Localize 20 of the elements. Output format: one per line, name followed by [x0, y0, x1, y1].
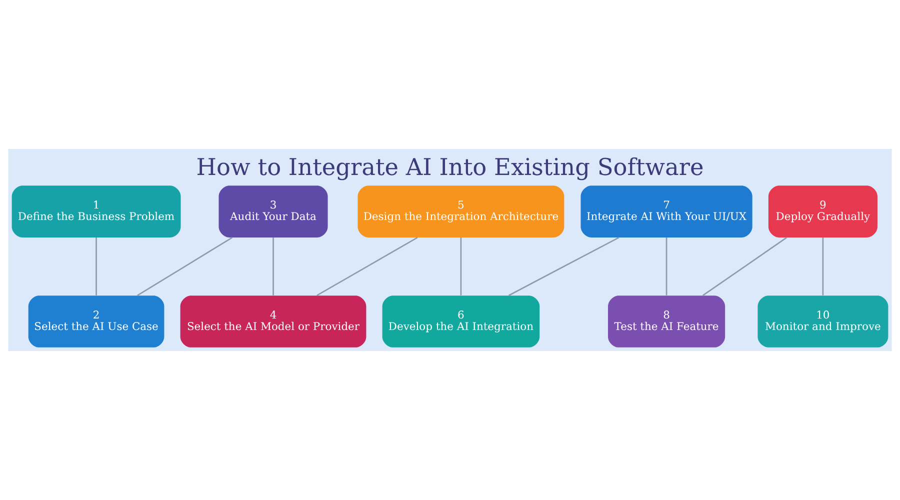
- connector: [666, 238, 668, 296]
- connector: [508, 236, 620, 296]
- node-box: 7 Integrate AI With Your UI/UX: [580, 186, 752, 238]
- node-box: 4 Select the AI Model or Provider: [180, 296, 366, 348]
- connector: [96, 238, 97, 296]
- node-box: 6 Develop the AI Integration: [382, 296, 540, 348]
- node-box: 3 Audit Your Data: [218, 186, 328, 238]
- connector: [272, 238, 274, 296]
- connector: [702, 236, 788, 296]
- node-box: 9 Deploy Gradually: [768, 186, 878, 238]
- node-box: 1 Define the Business Problem: [12, 186, 181, 238]
- connector: [822, 238, 824, 296]
- connector: [460, 238, 462, 296]
- node-box: 8 Test the AI Feature: [608, 296, 726, 348]
- node-box: 10 Monitor and Improve: [758, 296, 888, 348]
- node-box: 2 Select the AI Use Case: [28, 296, 164, 348]
- connector: [316, 236, 418, 296]
- connector: [137, 236, 233, 296]
- diagram-title: How to Integrate AI Into Existing Software: [196, 154, 704, 181]
- node-box: 5 Design the Integration Architecture: [358, 186, 564, 238]
